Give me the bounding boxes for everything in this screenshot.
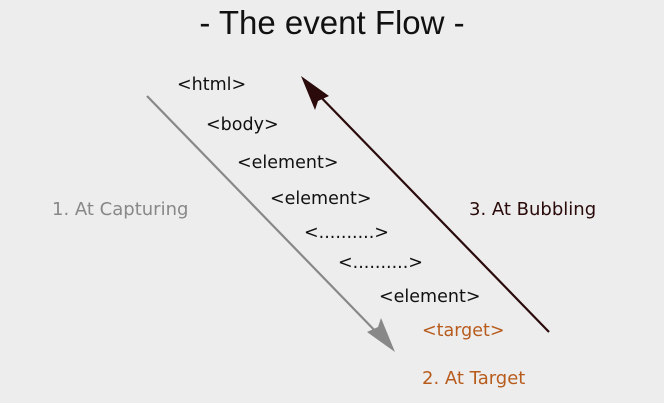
tag-html: <html> bbox=[177, 75, 247, 95]
diagram-title: - The event Flow - bbox=[199, 4, 465, 41]
label-bubbling: 3. At Bubbling bbox=[469, 199, 597, 220]
tag-element-3: <element> bbox=[379, 287, 481, 307]
label-target: 2. At Target bbox=[422, 368, 526, 389]
tag-element-1: <element> bbox=[237, 153, 339, 173]
label-capturing: 1. At Capturing bbox=[52, 199, 189, 220]
tag-target: <target> bbox=[422, 321, 505, 341]
tag-body: <body> bbox=[206, 115, 279, 135]
tag-ellipsis-1: <..........> bbox=[304, 223, 389, 243]
tag-ellipsis-2: <..........> bbox=[338, 253, 423, 273]
bubbling-arrow-icon bbox=[301, 76, 550, 333]
capturing-arrow-icon bbox=[146, 95, 395, 352]
tag-element-2: <element> bbox=[270, 189, 372, 209]
